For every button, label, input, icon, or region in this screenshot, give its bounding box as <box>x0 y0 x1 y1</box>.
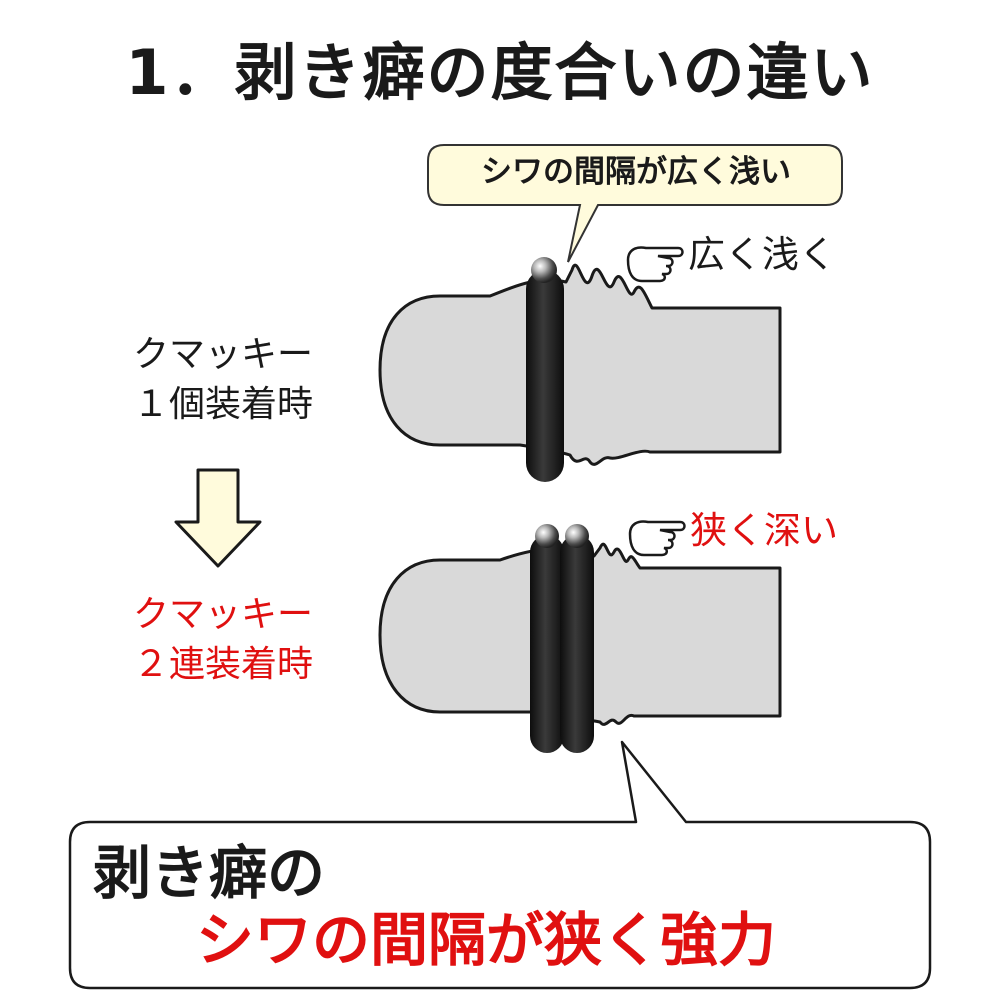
speech-bubble <box>427 144 843 263</box>
conclusion-line2: シワの間隔が狭く強力 <box>196 906 777 974</box>
conclusion-box <box>68 740 932 990</box>
down-arrow-icon <box>174 468 262 568</box>
double-ring-label-line1: クマッキー <box>132 594 313 635</box>
conclusion-line1: 剥き癖の <box>93 839 326 907</box>
single-ring-label: クマッキー １個装着時 <box>108 330 338 430</box>
steel-ball-icon <box>535 524 559 548</box>
double-ring-label-line2: ２連装着時 <box>132 644 313 685</box>
steel-ball-icon <box>565 524 589 548</box>
shaft-double <box>378 524 782 753</box>
speech-bubble-text: シワの間隔が広く浅い <box>481 154 791 190</box>
silicone-ring <box>530 535 564 753</box>
shaft-single <box>378 257 782 482</box>
narrow-deep-note: 狭く深い <box>690 509 838 552</box>
silicone-ring <box>560 535 594 753</box>
pointing-hand-icon <box>628 520 686 557</box>
silicone-ring <box>526 270 564 482</box>
wide-shallow-note: 広く浅く <box>688 233 836 276</box>
double-ring-label: クマッキー ２連装着時 <box>108 590 338 690</box>
pointing-hand-icon <box>626 246 684 283</box>
steel-ball-icon <box>531 257 557 283</box>
single-ring-label-line1: クマッキー <box>132 334 313 375</box>
single-ring-label-line2: １個装着時 <box>132 384 313 425</box>
page-title: 1．剥き癖の度合いの違い <box>125 36 875 109</box>
